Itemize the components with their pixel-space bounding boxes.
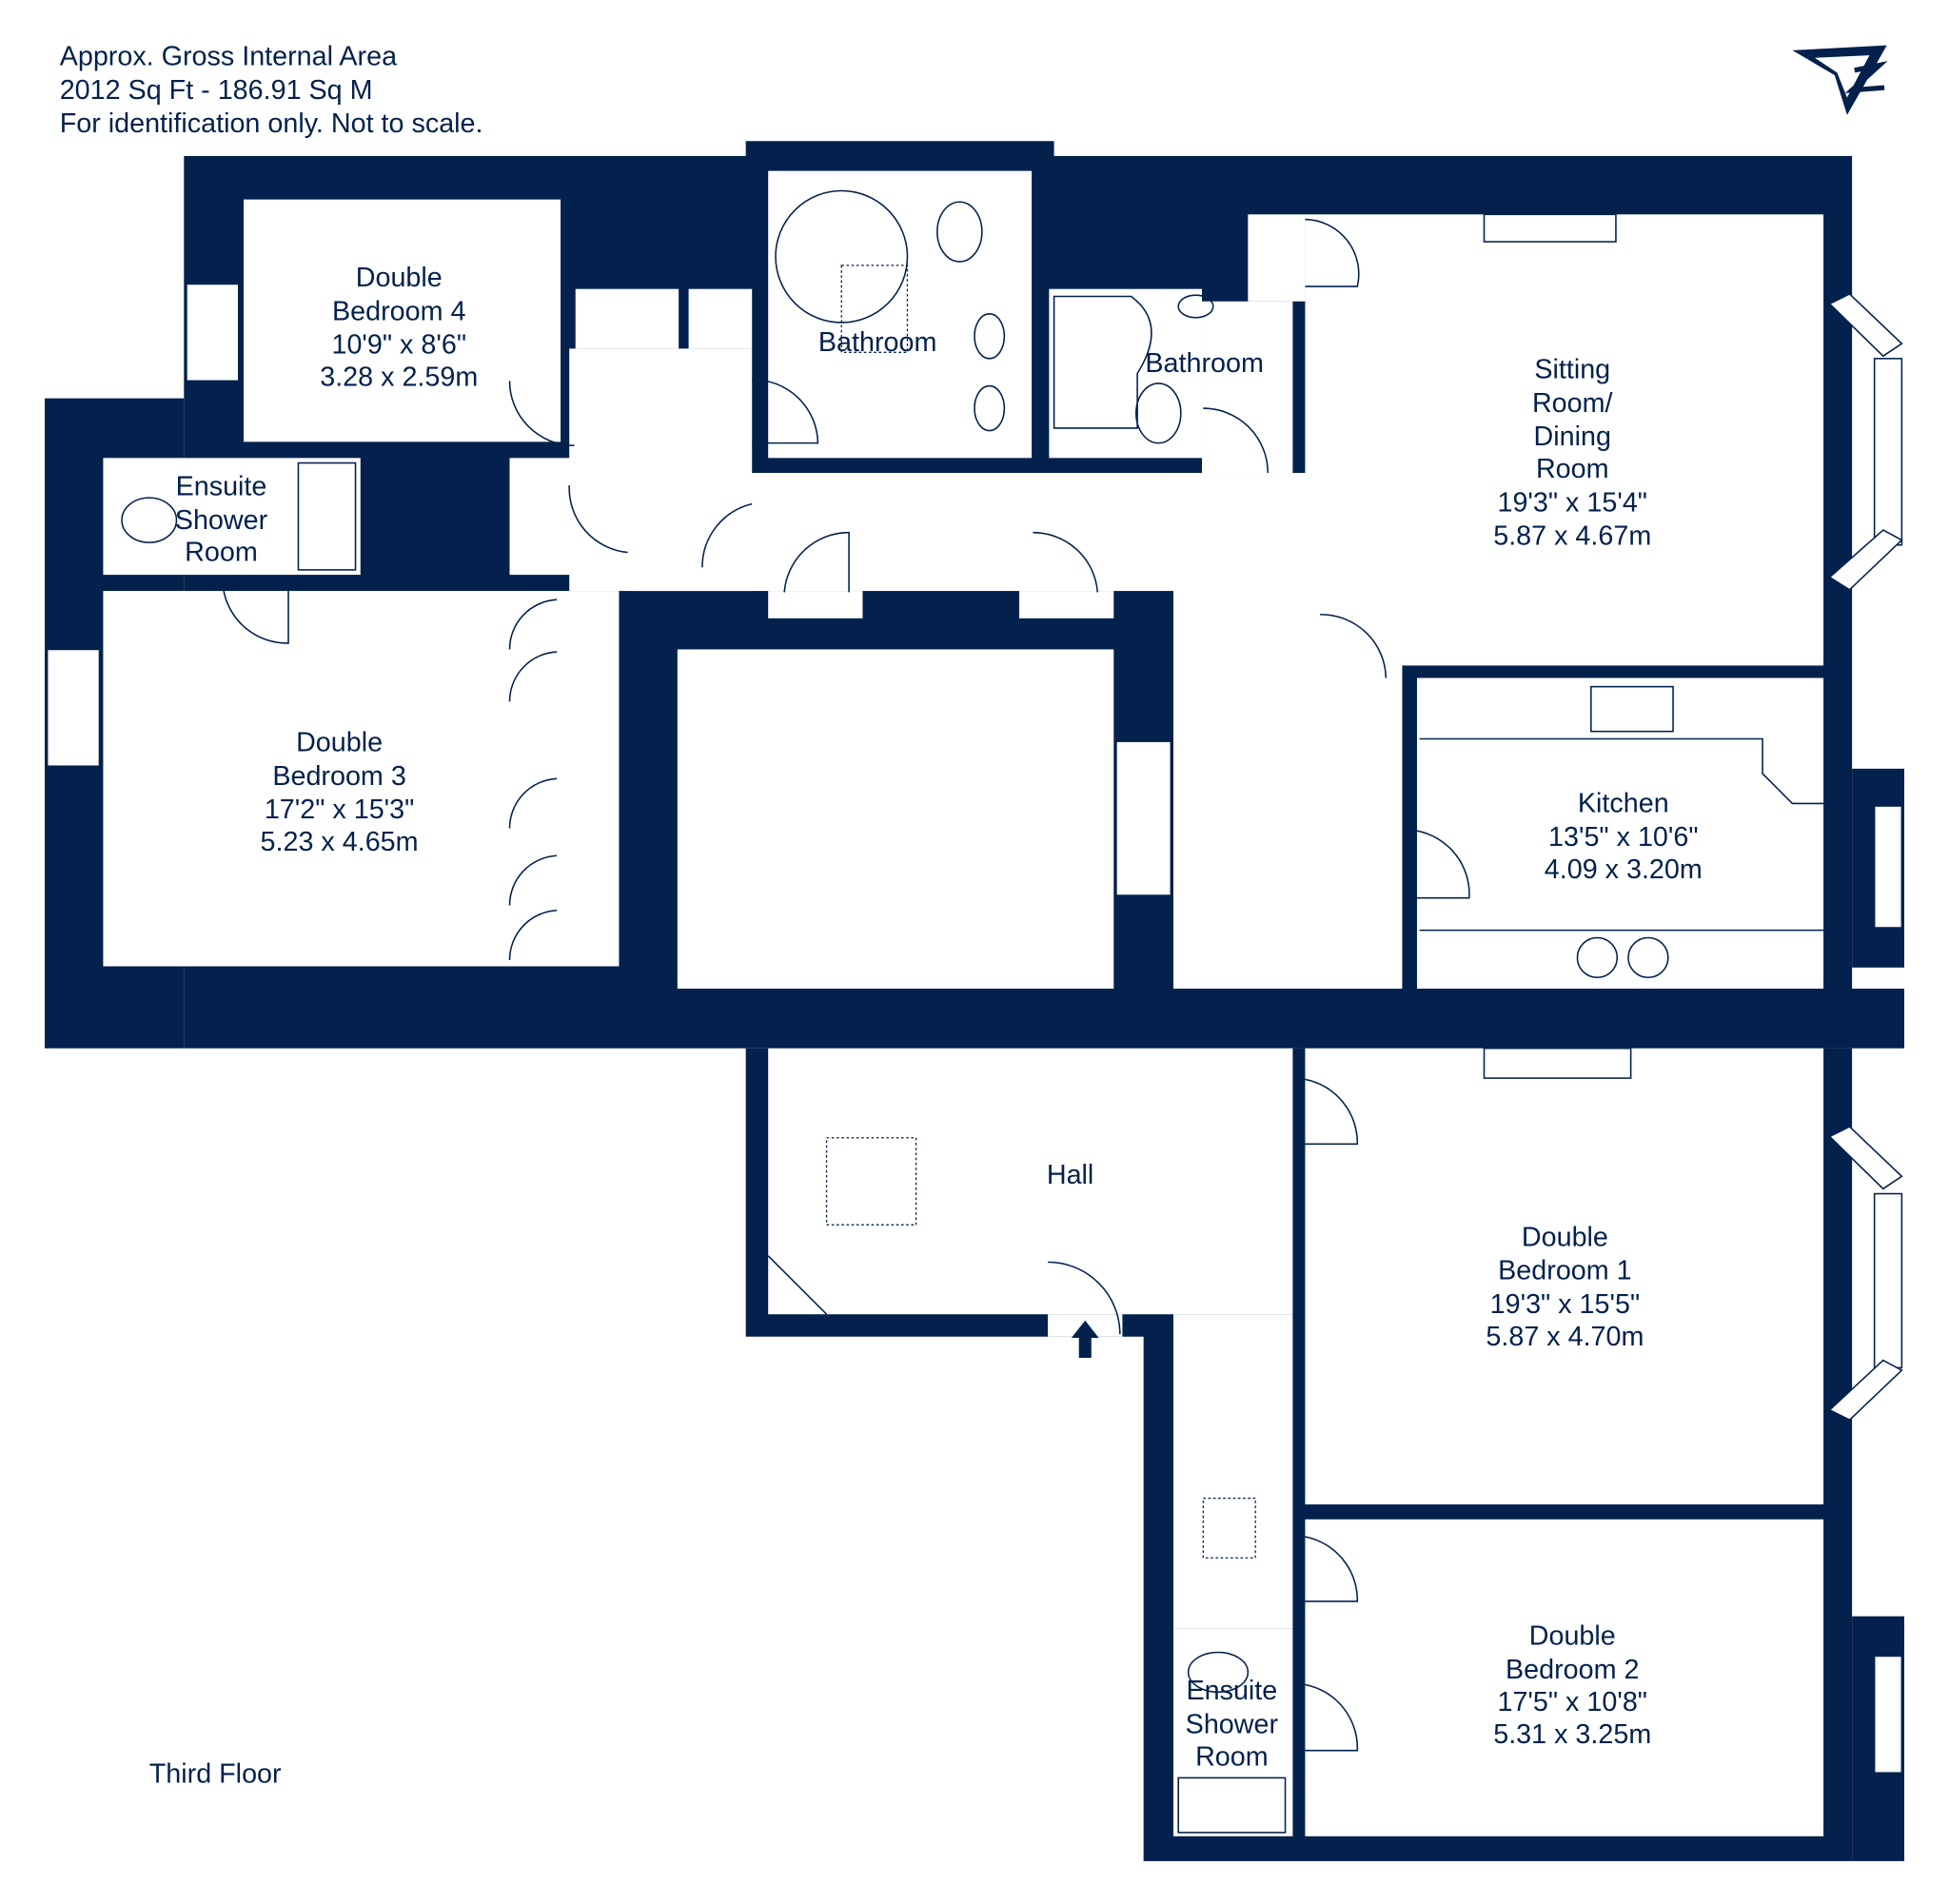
room-label-bed2: Double Bedroom 2 17'5" x 10'8" 5.31 x 3.… — [1493, 1621, 1651, 1750]
svg-text:19'3" x 15'4": 19'3" x 15'4" — [1497, 487, 1647, 518]
svg-text:5.87 x 4.70m: 5.87 x 4.70m — [1486, 1322, 1644, 1352]
room-label-sitting-room: Sitting Room/ Dining Room 19'3" x 15'4" … — [1493, 355, 1651, 552]
room-label-bed3: Double Bedroom 3 17'2" x 15'3" 5.23 x 4.… — [261, 728, 419, 857]
rooms — [103, 170, 1824, 1836]
svg-text:Double: Double — [1522, 1222, 1608, 1252]
svg-text:3.28 x 2.59m: 3.28 x 2.59m — [320, 363, 478, 393]
svg-text:5.23 x 4.65m: 5.23 x 4.65m — [261, 827, 419, 857]
svg-text:5.31 x 3.25m: 5.31 x 3.25m — [1493, 1719, 1651, 1750]
room-label-ensuite-left: Ensuite Shower Room — [175, 472, 268, 568]
svg-text:17'2" x 15'3": 17'2" x 15'3" — [265, 795, 415, 825]
gross-area-title: Approx. Gross Internal Area — [60, 42, 397, 72]
svg-text:Double: Double — [1529, 1621, 1616, 1652]
svg-text:17'5" x 10'8": 17'5" x 10'8" — [1497, 1687, 1647, 1718]
room-label-kitchen: Kitchen 13'5" x 10'6" 4.09 x 3.20m — [1545, 789, 1703, 885]
svg-text:Shower: Shower — [175, 505, 268, 536]
room-label-bed1: Double Bedroom 1 19'3" x 15'5" 5.87 x 4.… — [1486, 1222, 1644, 1351]
windows — [46, 283, 1903, 1774]
room-label-bed4: Double Bedroom 4 10'9" x 8'6" 3.28 x 2.5… — [320, 263, 478, 392]
svg-text:Ensuite: Ensuite — [176, 472, 267, 502]
svg-text:Room/: Room/ — [1532, 388, 1613, 419]
svg-text:13'5" x 10'6": 13'5" x 10'6" — [1548, 822, 1699, 853]
gross-area-value: 2012 Sq Ft - 186.91 Sq M — [60, 75, 373, 106]
entrance-arrow-icon — [1071, 1320, 1099, 1358]
svg-text:Bedroom 2: Bedroom 2 — [1506, 1655, 1639, 1685]
north-arrow-icon — [1792, 45, 1888, 115]
svg-text:Double: Double — [296, 728, 383, 758]
svg-text:5.87 x 4.67m: 5.87 x 4.67m — [1493, 521, 1651, 552]
fixtures — [121, 189, 1824, 1834]
svg-text:Room: Room — [1536, 454, 1609, 484]
room-label-bathroom-2: Bathroom — [1145, 348, 1264, 379]
svg-text:Sitting: Sitting — [1534, 355, 1610, 385]
floor-label: Third Floor — [149, 1759, 282, 1790]
svg-text:Bedroom 3: Bedroom 3 — [272, 761, 405, 792]
disclaimer: For identification only. Not to scale. — [60, 108, 483, 139]
svg-text:Double: Double — [356, 263, 443, 293]
svg-text:Bedroom 1: Bedroom 1 — [1498, 1256, 1631, 1286]
svg-text:Room: Room — [1195, 1741, 1269, 1772]
room-label-bathroom-1: Bathroom — [818, 327, 937, 358]
svg-text:4.09 x 3.20m: 4.09 x 3.20m — [1545, 854, 1703, 885]
room-label-ensuite-right: Ensuite Shower Room — [1186, 1676, 1279, 1772]
svg-text:19'3" x 15'5": 19'3" x 15'5" — [1490, 1289, 1641, 1320]
svg-text:Shower: Shower — [1186, 1709, 1279, 1739]
svg-text:Dining: Dining — [1534, 422, 1611, 452]
svg-text:Room: Room — [185, 538, 258, 568]
svg-text:10'9" x 8'6": 10'9" x 8'6" — [331, 330, 466, 361]
svg-text:Bedroom 4: Bedroom 4 — [332, 296, 466, 326]
svg-text:Kitchen: Kitchen — [1578, 789, 1669, 819]
room-label-hall: Hall — [1047, 1160, 1093, 1190]
svg-text:Ensuite: Ensuite — [1186, 1676, 1277, 1706]
